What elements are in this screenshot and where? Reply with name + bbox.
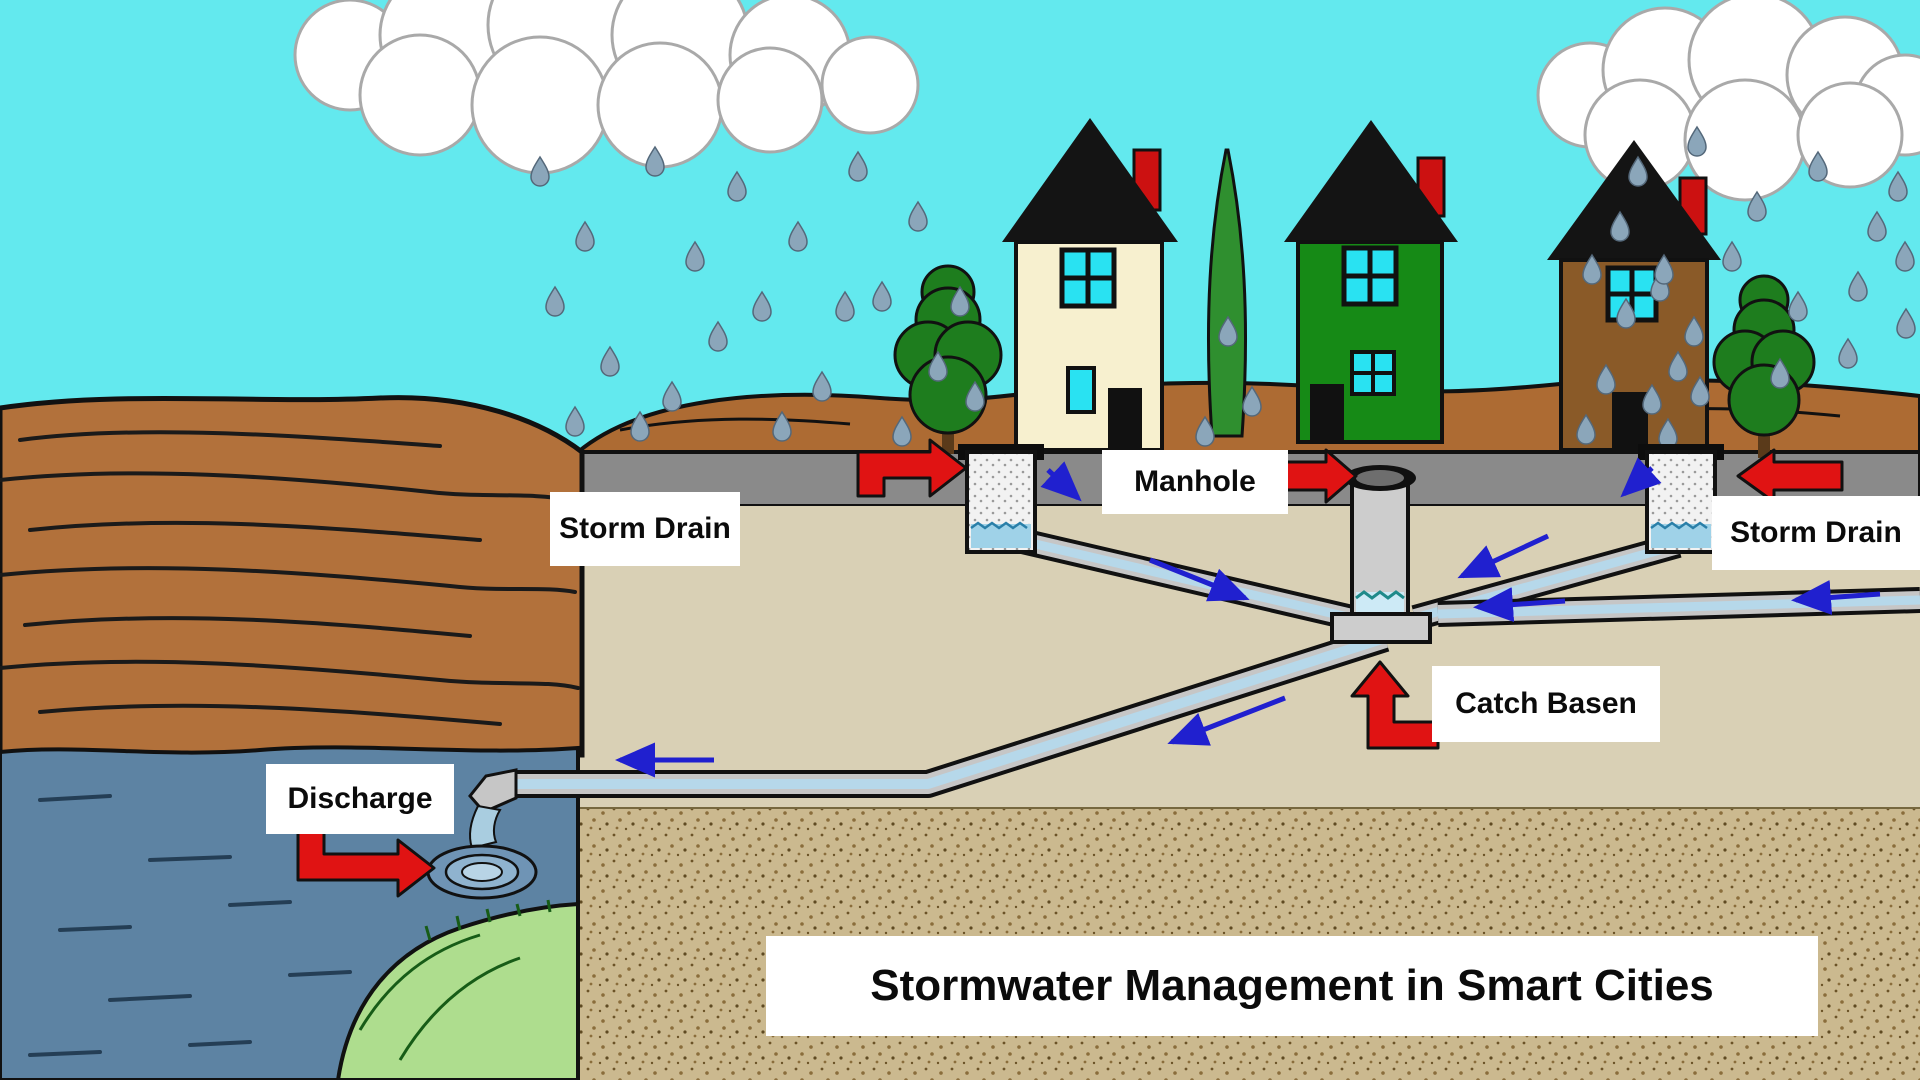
house-cream-window — [1059, 247, 1117, 309]
house-green-door — [1310, 384, 1344, 442]
house-cream-roof — [1002, 118, 1178, 242]
pipe-main-discharge — [515, 624, 1390, 798]
red-arrow-discharge — [296, 828, 436, 898]
tree-cypress — [1206, 148, 1248, 438]
house-cream-door — [1108, 388, 1142, 450]
subsoil — [578, 506, 1920, 808]
red-arrow-manhole — [1282, 448, 1358, 504]
red-arrow-storm-drain-right — [1736, 448, 1844, 504]
house-green-small-window — [1350, 350, 1396, 396]
tree-right — [1712, 274, 1816, 458]
pipes — [515, 527, 1920, 798]
flow-arrows — [615, 457, 1881, 778]
label-discharge: Discharge — [266, 764, 454, 834]
label-manhole: Manhole — [1102, 450, 1288, 514]
house-green-window — [1341, 245, 1399, 307]
red-arrows — [296, 438, 1844, 898]
discharge-outfall — [426, 768, 538, 900]
catch-basin-box — [1330, 612, 1432, 644]
house-cream-small-window — [1066, 366, 1096, 414]
pipe-left-drain-to-basin — [1015, 527, 1355, 631]
red-arrow-storm-drain-left — [856, 438, 968, 498]
label-storm-drain-right: Storm Drain — [1712, 496, 1920, 570]
label-storm-drain-left: Storm Drain — [550, 492, 740, 566]
diagram-title: Stormwater Management in Smart Cities — [766, 936, 1818, 1036]
pipe-right-lateral — [1437, 587, 1920, 627]
house-cream — [1002, 118, 1178, 452]
house-green-roof — [1284, 120, 1458, 242]
manhole-cover — [1344, 465, 1416, 491]
manhole-structure — [1330, 465, 1432, 644]
cloud-left — [293, 0, 920, 175]
house-green — [1284, 120, 1458, 444]
cloud-right — [1536, 0, 1920, 202]
house-brown-roof — [1547, 140, 1721, 260]
house-brown-door — [1612, 392, 1648, 450]
discharge-swirl — [426, 844, 538, 900]
house-brown — [1547, 140, 1721, 452]
hill — [0, 395, 585, 758]
red-arrow-catch-basin — [1350, 660, 1440, 750]
label-catch-basin: Catch Basen — [1432, 666, 1660, 742]
river-bank — [335, 899, 580, 1080]
storm-drain-left-box — [958, 444, 1044, 554]
